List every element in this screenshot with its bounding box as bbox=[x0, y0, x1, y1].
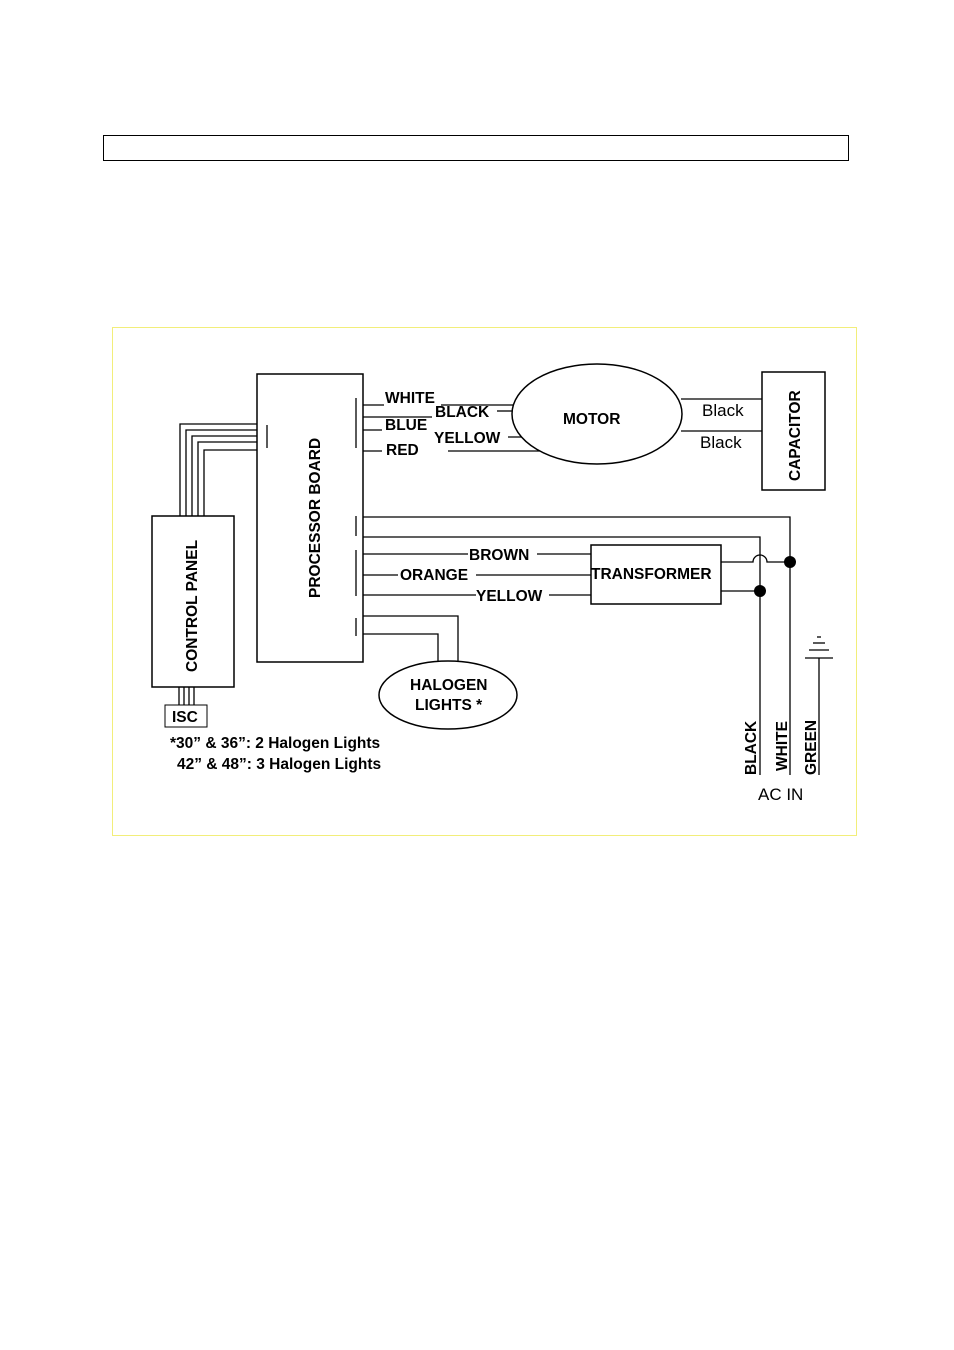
halogen-ellipse bbox=[379, 661, 517, 729]
note-line1: *30” & 36”: 2 Halogen Lights bbox=[170, 735, 380, 752]
processor-board-label: PROCESSOR BOARD bbox=[307, 438, 324, 598]
wire-label-black: BLACK bbox=[435, 404, 490, 421]
ac-in-label: AC IN bbox=[758, 785, 803, 804]
wire-label-red: RED bbox=[386, 442, 419, 459]
transformer-label: TRANSFORMER bbox=[591, 566, 712, 583]
motor-label: MOTOR bbox=[563, 411, 620, 428]
power-wires bbox=[363, 517, 790, 775]
capacitor-label: CAPACITOR bbox=[787, 390, 804, 481]
halogen-label-line2: LIGHTS * bbox=[415, 697, 483, 714]
wire-label-brown: BROWN bbox=[469, 547, 529, 564]
wire-label-yellow-transformer: YELLOW bbox=[476, 588, 543, 605]
wire-label-blue: BLUE bbox=[385, 417, 427, 434]
note-line2: 42” & 48”: 3 Halogen Lights bbox=[177, 756, 381, 773]
halogen-label-line1: HALOGEN bbox=[410, 677, 488, 694]
wire-label-orange: ORANGE bbox=[400, 567, 468, 584]
ac-label-white: WHITE bbox=[774, 721, 791, 771]
control-panel-label: CONTROL PANEL bbox=[184, 540, 201, 672]
wire-label-yellow-motor: YELLOW bbox=[434, 430, 501, 447]
ribbon-cable bbox=[180, 424, 257, 516]
isc-label: ISC bbox=[172, 709, 198, 726]
junction-dot-white bbox=[784, 556, 796, 568]
isc-cable bbox=[179, 687, 194, 705]
wire-label-white: WHITE bbox=[385, 390, 435, 407]
ac-label-black: BLACK bbox=[743, 720, 760, 775]
halogen-wires bbox=[363, 616, 458, 662]
ac-label-green: GREEN bbox=[803, 720, 820, 775]
junction-dot-black bbox=[754, 585, 766, 597]
capacitor-wire-bottom-label: Black bbox=[700, 433, 742, 452]
transformer-to-ac-wires bbox=[721, 555, 796, 597]
capacitor-wire-top-label: Black bbox=[702, 401, 744, 420]
